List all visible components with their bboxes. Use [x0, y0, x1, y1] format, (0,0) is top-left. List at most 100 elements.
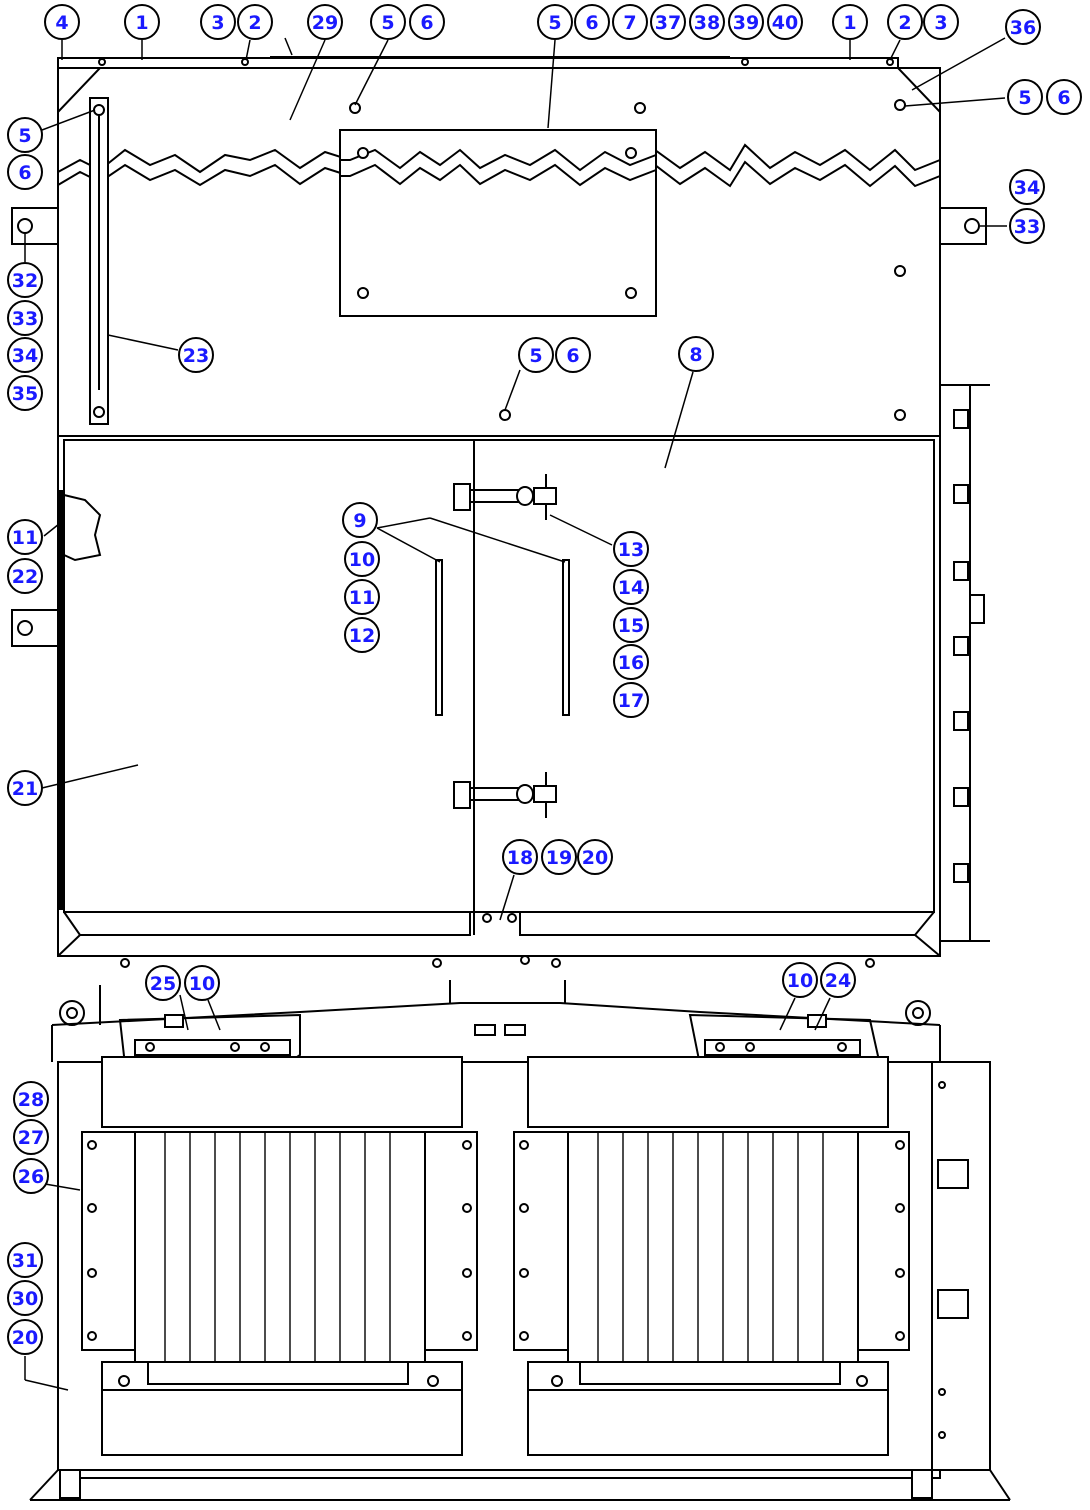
callout-number: 5 [18, 125, 31, 147]
callout-number: 36 [1010, 17, 1036, 39]
callout-6: 6 [1046, 79, 1082, 115]
callout-3: 3 [923, 4, 959, 40]
callout-27: 27 [13, 1119, 49, 1155]
callout-number: 27 [18, 1127, 44, 1149]
lower-latch [453, 772, 557, 818]
callout-number: 5 [529, 345, 542, 367]
callout-13: 13 [613, 531, 649, 567]
callout-number: 8 [689, 344, 702, 366]
callout-25: 25 [145, 965, 181, 1001]
callout-number: 26 [18, 1166, 44, 1188]
callout-11: 11 [344, 579, 380, 615]
callout-number: 25 [150, 973, 176, 995]
callout-number: 33 [12, 308, 38, 330]
callout-number: 24 [825, 970, 851, 992]
callout-34: 34 [7, 337, 43, 373]
right-door [473, 439, 935, 913]
callout-24: 24 [820, 962, 856, 998]
callout-35: 35 [7, 375, 43, 411]
door-stay-right [562, 559, 570, 716]
callout-11: 11 [7, 519, 43, 555]
callout-32: 32 [7, 262, 43, 298]
callout-8: 8 [678, 336, 714, 372]
callout-number: 5 [381, 12, 394, 34]
callout-2: 2 [237, 4, 273, 40]
right-side-panel [931, 1061, 991, 1471]
callout-number: 12 [349, 625, 375, 647]
callout-6: 6 [574, 4, 610, 40]
callout-number: 3 [211, 12, 224, 34]
callout-number: 16 [618, 652, 644, 674]
callout-number: 28 [18, 1089, 44, 1111]
callout-5: 5 [1007, 79, 1043, 115]
leader-lines [24, 37, 1007, 1391]
callout-9: 9 [342, 502, 378, 538]
callout-30: 30 [7, 1280, 43, 1316]
callout-number: 10 [787, 970, 813, 992]
callout-18: 18 [502, 839, 538, 875]
callout-1: 1 [832, 4, 868, 40]
upper-cabinet [11, 56, 987, 439]
callout-number: 9 [353, 510, 366, 532]
callout-40: 40 [767, 4, 803, 40]
callout-19: 19 [541, 839, 577, 875]
callout-number: 21 [12, 778, 38, 800]
callout-number: 20 [582, 847, 608, 869]
corner-gusset-left [57, 67, 103, 115]
callout-20: 20 [577, 839, 613, 875]
callout-23: 23 [178, 337, 214, 373]
callout-number: 5 [1018, 87, 1031, 109]
callout-number: 29 [312, 12, 338, 34]
callout-number: 40 [772, 12, 798, 34]
callout-number: 32 [12, 270, 38, 292]
door-section [11, 384, 990, 968]
callout-number: 22 [12, 566, 38, 588]
callout-33: 33 [1009, 208, 1045, 244]
callout-5: 5 [7, 117, 43, 153]
callout-12: 12 [344, 617, 380, 653]
callout-number: 6 [566, 345, 579, 367]
callout-number: 11 [12, 527, 38, 549]
callout-number: 6 [1057, 87, 1070, 109]
callout-10: 10 [184, 965, 220, 1001]
callout-number: 30 [12, 1288, 38, 1310]
callout-14: 14 [613, 569, 649, 605]
callout-5: 5 [518, 337, 554, 373]
callout-17: 17 [613, 682, 649, 718]
callout-2: 2 [887, 4, 923, 40]
callout-number: 17 [618, 690, 644, 712]
callout-number: 1 [843, 12, 856, 34]
callout-5: 5 [370, 4, 406, 40]
callout-number: 4 [55, 12, 68, 34]
callout-number: 34 [1014, 177, 1040, 199]
callout-6: 6 [409, 4, 445, 40]
left-resistor-grid [81, 1056, 478, 1456]
callout-37: 37 [650, 4, 686, 40]
callout-number: 14 [618, 577, 644, 599]
callout-29: 29 [307, 4, 343, 40]
callout-number: 10 [349, 549, 375, 571]
center-plate [339, 129, 657, 317]
callout-10: 10 [344, 541, 380, 577]
callout-26: 26 [13, 1158, 49, 1194]
callout-number: 6 [585, 12, 598, 34]
callout-7: 7 [612, 4, 648, 40]
corner-gusset-right [895, 67, 941, 115]
callout-28: 28 [13, 1081, 49, 1117]
callout-36: 36 [1005, 9, 1041, 45]
callout-38: 38 [689, 4, 725, 40]
upper-latch [453, 474, 557, 520]
callout-number: 6 [420, 12, 433, 34]
callout-20: 20 [7, 1319, 43, 1355]
callout-number: 1 [135, 12, 148, 34]
callout-21: 21 [7, 770, 43, 806]
callout-number: 19 [546, 847, 572, 869]
callout-6: 6 [7, 154, 43, 190]
lower-base [29, 980, 1011, 1501]
callout-number: 7 [623, 12, 636, 34]
callout-number: 13 [618, 539, 644, 561]
left-door [63, 439, 475, 913]
callout-number: 10 [189, 973, 215, 995]
